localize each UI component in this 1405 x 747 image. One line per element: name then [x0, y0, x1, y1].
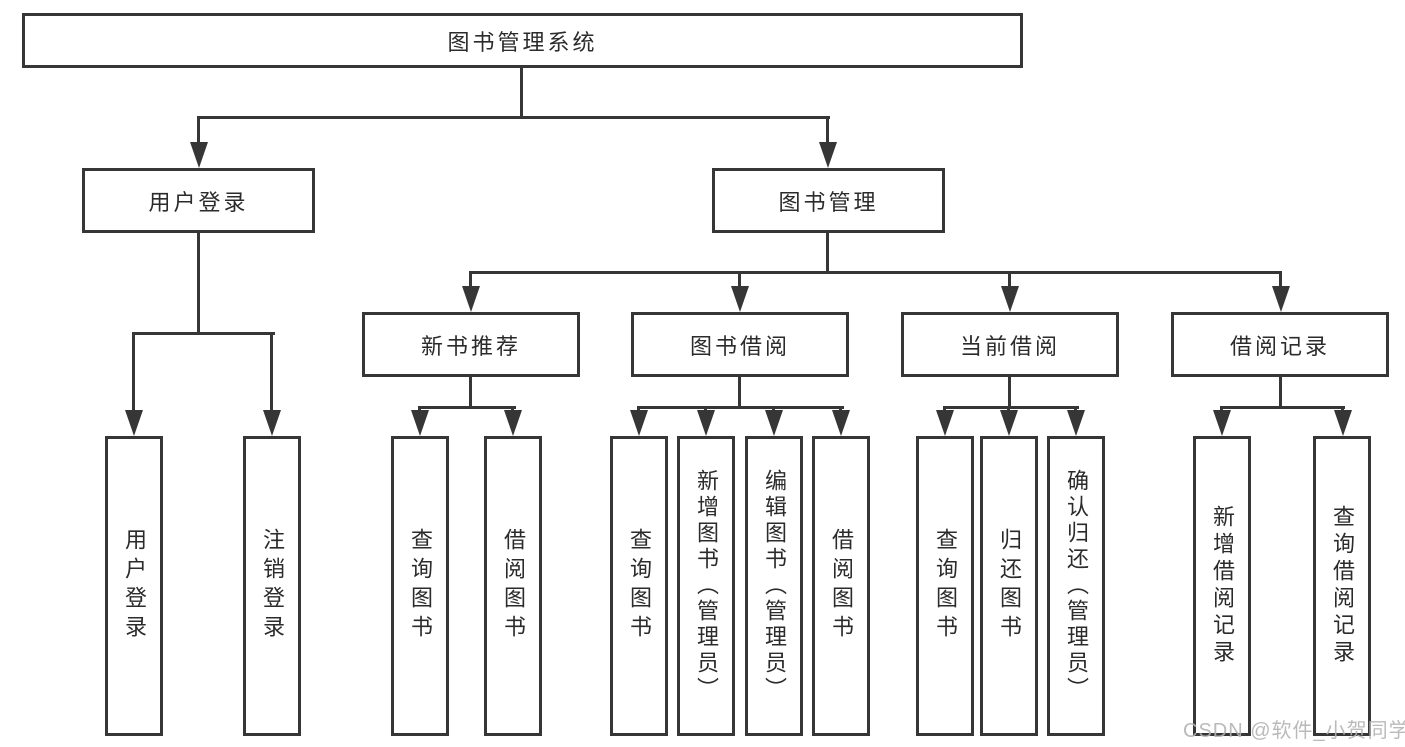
edge-line — [704, 406, 707, 412]
leaf-query-borrow-record-label: 查询借阅记录 — [1330, 505, 1355, 667]
node-current-borrowing-box: 当前借阅 — [901, 312, 1119, 377]
edge-line — [738, 271, 741, 287]
arrowhead-down-icon — [936, 410, 954, 436]
arrowhead-down-icon — [411, 410, 429, 436]
edge-line — [1074, 406, 1077, 412]
leaf-edit-books-admin-box: 编辑图书（管理员） — [745, 436, 803, 736]
leaf-user-login-box: 用户登录 — [105, 436, 163, 736]
arrowhead-down-icon — [819, 142, 837, 168]
node-book-borrowing-box: 图书借阅 — [631, 312, 849, 377]
node-user-login-box: 用户登录 — [82, 168, 315, 233]
node-borrowing-records-box: 借阅记录 — [1171, 312, 1389, 377]
edge-line — [826, 116, 829, 144]
leaf-add-borrow-record-box: 新增借阅记录 — [1193, 436, 1251, 736]
leaf-query-books-borrowing-box: 查询图书 — [610, 436, 668, 736]
arrowhead-down-icon — [731, 286, 749, 312]
leaf-logout-box: 注销登录 — [243, 436, 301, 736]
edge-line — [826, 233, 829, 274]
edge-line — [132, 332, 275, 335]
edge-line — [197, 233, 200, 335]
edge-line — [197, 116, 830, 119]
leaf-add-books-admin-box: 新增图书（管理员） — [677, 436, 735, 736]
edge-line — [1220, 406, 1345, 409]
edge-line — [469, 271, 472, 287]
node-user-login-label: 用户登录 — [148, 189, 249, 215]
leaf-user-login-label: 用户登录 — [122, 528, 147, 644]
edge-line — [943, 406, 946, 412]
edge-line — [270, 332, 273, 411]
node-new-book-recommend-box: 新书推荐 — [362, 312, 580, 377]
leaf-borrow-books-borrowing-box: 借阅图书 — [812, 436, 870, 736]
node-borrowing-records-label: 借阅记录 — [1229, 333, 1330, 359]
edge-line — [132, 332, 135, 411]
csdn-watermark: CSDN @软件_小贺同学 — [1183, 720, 1405, 742]
edge-line — [637, 406, 844, 409]
arrowhead-down-icon — [1001, 286, 1019, 312]
leaf-confirm-return-admin-label: 确认归还（管理员） — [1064, 469, 1089, 703]
leaf-query-books-recommend-label: 查询图书 — [408, 528, 433, 644]
leaf-query-books-current-box: 查询图书 — [916, 436, 974, 736]
leaf-query-books-recommend-box: 查询图书 — [391, 436, 449, 736]
leaf-query-books-borrowing-label: 查询图书 — [627, 528, 652, 644]
edge-line — [943, 406, 1079, 409]
edge-line — [469, 377, 472, 408]
node-book-borrowing-label: 图书借阅 — [689, 333, 790, 359]
arrowhead-down-icon — [1272, 286, 1290, 312]
arrowhead-down-icon — [630, 410, 648, 436]
leaf-edit-books-admin-label: 编辑图书（管理员） — [762, 469, 787, 703]
leaf-borrow-books-recommend-box: 借阅图书 — [484, 436, 542, 736]
arrowhead-down-icon — [832, 410, 850, 436]
edge-line — [197, 116, 200, 144]
arrowhead-down-icon — [765, 410, 783, 436]
node-library-system-box: 图书管理系统 — [22, 13, 1023, 68]
edge-line — [772, 406, 775, 412]
edge-line — [1279, 377, 1282, 408]
arrowhead-down-icon — [697, 410, 715, 436]
edge-line — [637, 406, 640, 412]
edge-line — [418, 406, 516, 409]
arrowhead-down-icon — [1067, 410, 1085, 436]
leaf-borrow-books-recommend-label: 借阅图书 — [501, 528, 526, 644]
edge-line — [511, 406, 514, 412]
edge-line — [1279, 271, 1282, 287]
node-library-system-label: 图书管理系统 — [447, 29, 598, 55]
edge-line — [1341, 406, 1344, 412]
node-current-borrowing-label: 当前借阅 — [959, 333, 1060, 359]
leaf-return-books-box: 归还图书 — [980, 436, 1038, 736]
edge-line — [839, 406, 842, 412]
leaf-add-books-admin-label: 新增图书（管理员） — [694, 469, 719, 703]
arrowhead-down-icon — [1213, 410, 1231, 436]
arrowhead-down-icon — [1000, 410, 1018, 436]
edge-line — [469, 271, 1282, 274]
leaf-query-borrow-record-box: 查询借阅记录 — [1313, 436, 1371, 736]
arrowhead-down-icon — [263, 410, 281, 436]
leaf-query-books-current-label: 查询图书 — [933, 528, 958, 644]
arrowhead-down-icon — [1334, 410, 1352, 436]
edge-line — [1008, 271, 1011, 287]
edge-line — [520, 66, 523, 118]
leaf-return-books-label: 归还图书 — [997, 528, 1022, 644]
edge-line — [1007, 406, 1010, 412]
node-new-book-recommend-label: 新书推荐 — [420, 333, 521, 359]
arrowhead-down-icon — [504, 410, 522, 436]
arrowhead-down-icon — [462, 286, 480, 312]
arrowhead-down-icon — [190, 142, 208, 168]
leaf-logout-label: 注销登录 — [260, 528, 285, 644]
leaf-add-borrow-record-label: 新增借阅记录 — [1210, 505, 1235, 667]
node-book-management-box: 图书管理 — [712, 168, 945, 233]
edge-line — [738, 377, 741, 408]
arrowhead-down-icon — [125, 410, 143, 436]
leaf-borrow-books-borrowing-label: 借阅图书 — [829, 528, 854, 644]
leaf-confirm-return-admin-box: 确认归还（管理员） — [1047, 436, 1105, 736]
node-book-management-label: 图书管理 — [778, 189, 879, 215]
edge-line — [1008, 377, 1011, 408]
edge-line — [418, 406, 421, 412]
edge-line — [1220, 406, 1223, 412]
